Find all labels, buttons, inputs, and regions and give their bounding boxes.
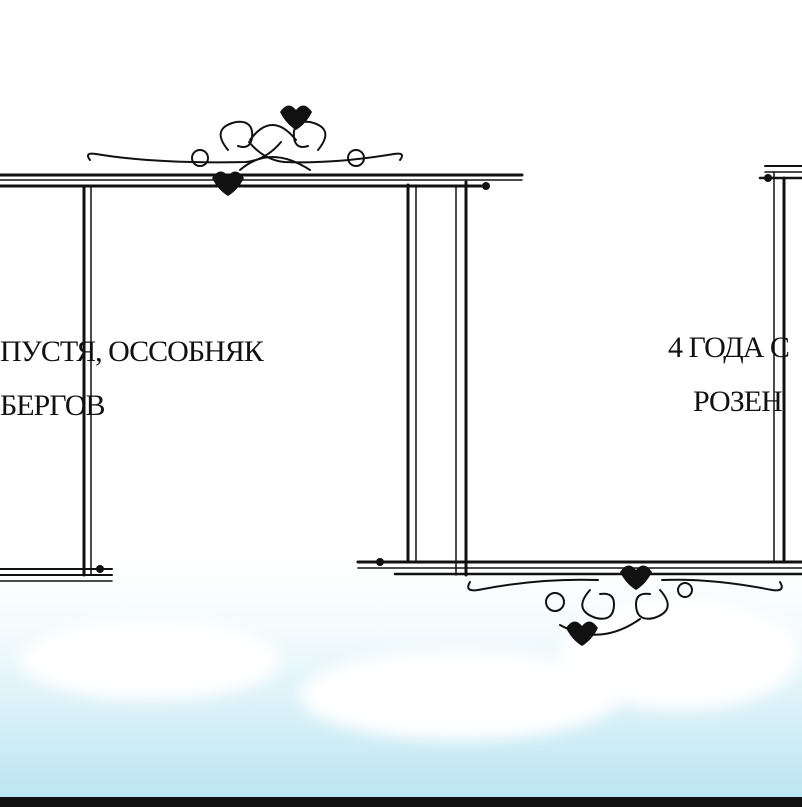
bottom-flourish-ornament: [467, 578, 783, 636]
cloud: [20, 620, 280, 700]
sky-background: [0, 560, 802, 807]
left-caption-line-1: ПУСТЯ, ОССОБНЯК: [0, 335, 264, 368]
bottom-edge-band: [0, 797, 802, 807]
right-panel-frame: [356, 165, 802, 576]
top-flourish-ornament: [87, 120, 403, 171]
heart-ornament: [212, 105, 652, 646]
right-caption-line-1: 4 ГОДА С: [668, 331, 790, 364]
left-panel-frame: [0, 173, 524, 582]
right-caption-line-2: РОЗЕН: [693, 385, 783, 418]
left-caption-line-2: БЕРГОВ: [0, 389, 106, 422]
